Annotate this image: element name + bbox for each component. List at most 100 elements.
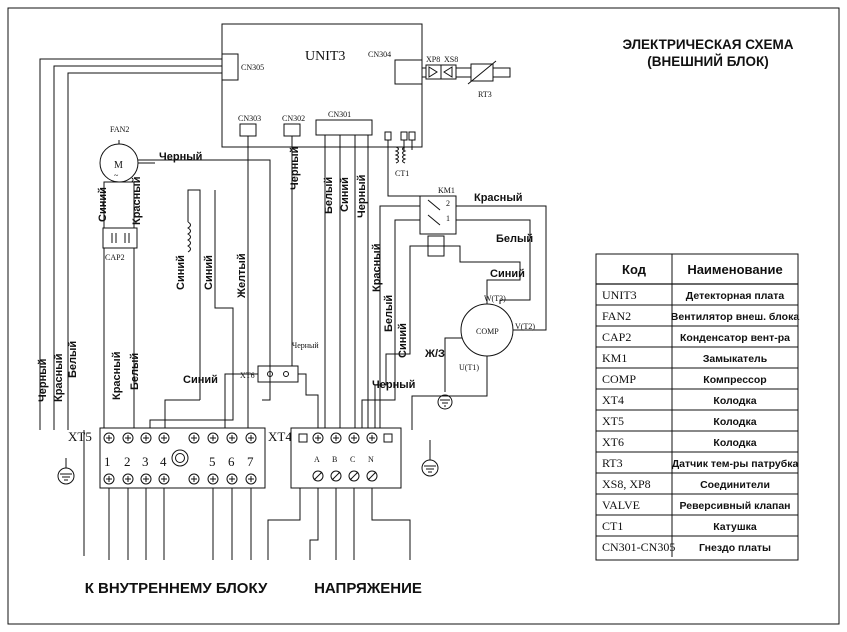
cn302-label: CN302	[282, 114, 305, 123]
wire-label-cherny-fan: Черный	[159, 151, 202, 163]
xt5-num-4: 4	[160, 454, 167, 469]
xt5-num-2: 2	[124, 454, 131, 469]
xt4-screws-top	[312, 432, 378, 444]
wire-label-bely-cn301: Белый	[323, 177, 335, 214]
cn303-connector	[239, 123, 257, 137]
legend-row-code: XT6	[602, 435, 624, 449]
xt4-screws-bottom	[312, 470, 378, 482]
wire-label-bely-left: Белый	[67, 341, 79, 378]
ground-symbol-left	[57, 458, 75, 485]
wire-label-siny-km1: Синий	[490, 268, 525, 280]
legend-row-name: Колодка	[713, 437, 756, 449]
diagram-title: ЭЛЕКТРИЧЕСКАЯ СХЕМА	[622, 37, 793, 52]
xt5-num-6: 6	[228, 454, 235, 469]
ground-symbol-right	[421, 440, 439, 477]
ground-label: Ж/З	[424, 348, 445, 360]
xp8-label: XP8	[426, 55, 440, 64]
km1-contactor	[419, 195, 457, 235]
legend-row-code: CT1	[602, 519, 623, 533]
power-label: НАПРЯЖЕНИЕ	[314, 580, 422, 597]
cap2-label: CAP2	[105, 253, 125, 262]
legend-row-name: Конденсатор вент-ра	[680, 332, 790, 344]
xt4-letter-b: B	[332, 455, 337, 464]
legend-row-code: CN301-CN305	[602, 540, 675, 554]
wire-label-siny-fan: Синий	[97, 187, 109, 222]
wire-label-cherny-cn301: Черный	[356, 175, 368, 218]
wire-label-krasny-fan: Красный	[131, 177, 143, 225]
xt6-terminal	[257, 365, 299, 383]
board-pin	[384, 131, 392, 141]
xt4-terminal-block	[290, 427, 402, 489]
comp-terminal-w: W(T3)	[484, 294, 506, 303]
wire-label-siny-valve-1: Синий	[175, 255, 187, 290]
legend-row-name: Вентилятор внеш. блока	[671, 311, 800, 323]
fan2-motor-symbol: M	[114, 160, 123, 171]
legend-row-name: Реверсивный клапан	[680, 500, 791, 512]
xt5-num-1: 1	[104, 454, 111, 469]
wire-label-cherny-cn302: Черный	[289, 147, 301, 190]
xt5-num-7: 7	[247, 454, 254, 469]
valve-coil	[187, 221, 191, 253]
wire-label-siny-cn301: Синий	[339, 177, 351, 212]
outer-frame	[7, 7, 840, 625]
km1-pin-mark: 1	[446, 214, 450, 223]
legend-row-code: XS8, XP8	[602, 477, 651, 491]
xt5-num-3: 3	[142, 454, 149, 469]
xt5-label: XT5	[68, 429, 92, 444]
board-pin	[408, 131, 416, 141]
legend-row-code: XT5	[602, 414, 624, 428]
wire-label-cherny-bottom: Черный	[372, 379, 415, 391]
legend-row-name: Колодка	[713, 395, 756, 407]
xt5-num-5: 5	[209, 454, 216, 469]
cn304-label: CN304	[368, 50, 391, 59]
cn305-label: CN305	[241, 63, 264, 72]
wire-label-bely-km1: Белый	[496, 233, 533, 245]
cap2-capacitor	[102, 227, 138, 249]
legend-row-name: Соединители	[700, 479, 770, 491]
cn303-label: CN303	[238, 114, 261, 123]
wire-label-cherny-left: Черный	[37, 359, 49, 402]
fan2-ac-symbol: ~	[114, 171, 119, 180]
legend-row-code: KM1	[602, 351, 627, 365]
wire-label-krasny-km1-left: Красный	[371, 244, 383, 292]
xp8-xs8-connector	[425, 64, 457, 80]
legend-row-code: RT3	[602, 456, 623, 470]
legend-row-name: Колодка	[713, 416, 756, 428]
xs8-label: XS8	[444, 55, 458, 64]
legend-row-code: COMP	[602, 372, 636, 386]
xt4-letter-c: C	[350, 455, 355, 464]
legend-row-name: Компрессор	[703, 374, 766, 386]
xt4-letter-a: A	[314, 455, 320, 464]
comp-label: COMP	[476, 327, 499, 336]
comp-terminal-u: U(T1)	[459, 363, 479, 372]
cn305-connector	[221, 53, 239, 81]
wire-label-krasny-cap: Красный	[111, 352, 123, 400]
legend-row-name: Гнездо платы	[699, 542, 771, 554]
legend-header-code: Код	[622, 262, 647, 277]
xt4-letter-n: N	[368, 455, 374, 464]
wire-label-cherny-xt6: Черный	[292, 341, 319, 350]
comp-terminal-v: V(T2)	[515, 322, 535, 331]
indoor-unit-label: К ВНУТРЕННЕМУ БЛОКУ	[85, 580, 268, 597]
legend-row-name: Замыкатель	[703, 353, 768, 365]
board-pin	[400, 131, 408, 141]
legend-row-name: Датчик тем-ры патрубка	[672, 458, 799, 470]
wire-label-siny-bottom: Синий	[183, 374, 218, 386]
legend-row-code: XT4	[602, 393, 624, 407]
legend-row-code: UNIT3	[602, 288, 637, 302]
cn302-connector	[283, 123, 301, 137]
xt5-screws-top	[103, 432, 257, 444]
wire-label-bely-cap: Белый	[129, 353, 141, 390]
wire-label-siny-km1-left: Синий	[397, 323, 409, 358]
km1-pin-mark: 2	[446, 199, 450, 208]
xt4-label: XT4	[268, 429, 292, 444]
legend-row-code: FAN2	[602, 309, 631, 323]
ground-symbol	[437, 394, 453, 410]
rt3-label: RT3	[478, 90, 492, 99]
legend-row-name: Детекторная плата	[686, 290, 785, 302]
xt6-label: XT6	[240, 371, 255, 380]
wire-label-zhelty: Желтый	[236, 253, 248, 299]
wire-label-bely-km1-left: Белый	[383, 295, 395, 332]
